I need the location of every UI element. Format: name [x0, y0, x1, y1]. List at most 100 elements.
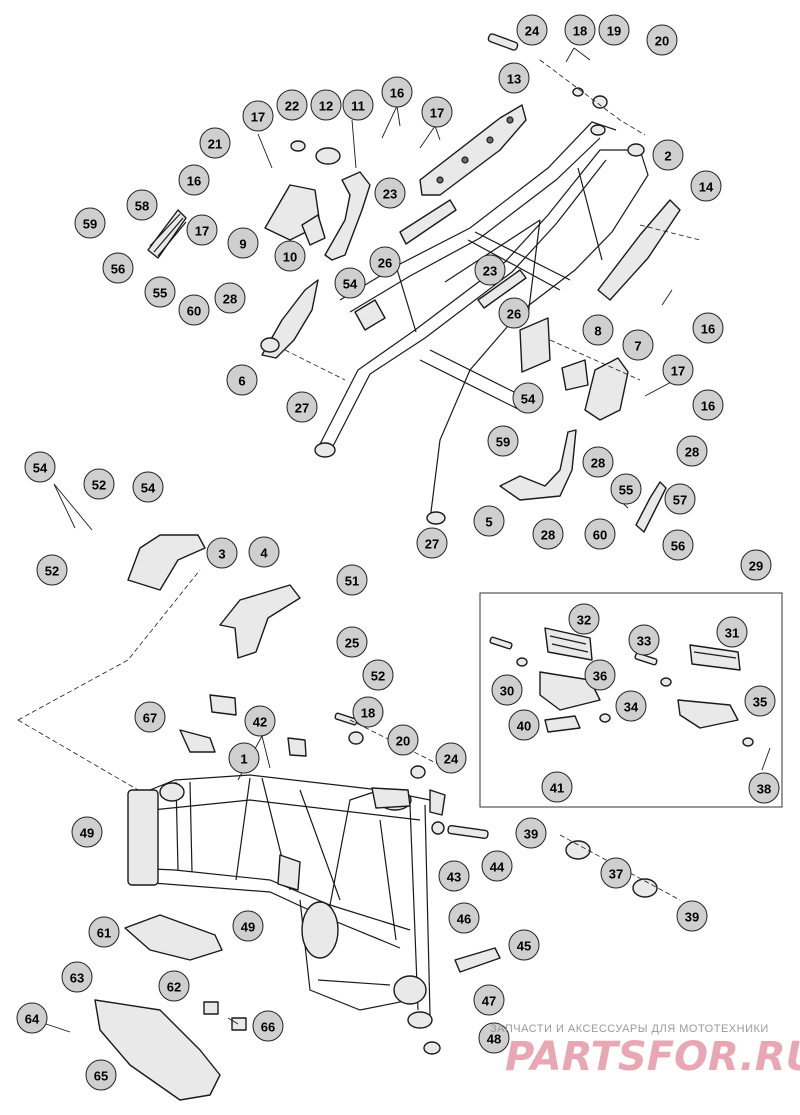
callout-number: 28	[223, 292, 237, 307]
callout-bubble	[564, 14, 596, 46]
callout-number: 9	[239, 237, 246, 252]
callout-bubble	[71, 816, 103, 848]
callout-bubble	[508, 709, 540, 741]
callout-bubble	[74, 207, 106, 239]
callout-bubble	[692, 312, 724, 344]
callout-bubble	[369, 246, 401, 278]
callout-54: 54	[334, 267, 366, 299]
callout-number: 17	[430, 106, 444, 121]
callout-20: 20	[387, 724, 419, 756]
callout-bubble	[628, 624, 660, 656]
callout-12: 12	[310, 89, 342, 121]
callout-number: 60	[593, 528, 607, 543]
callout-bubble	[286, 391, 318, 423]
callout-16: 16	[381, 76, 413, 108]
callout-number: 34	[624, 700, 639, 715]
callout-bubble	[158, 970, 190, 1002]
callout-56: 56	[662, 529, 694, 561]
callout-number: 39	[524, 827, 538, 842]
callout-bubble	[228, 742, 260, 774]
callout-bubble	[88, 916, 120, 948]
callout-43: 43	[438, 860, 470, 892]
callout-44: 44	[481, 850, 513, 882]
callout-number: 28	[685, 445, 699, 460]
callout-number: 58	[135, 199, 149, 214]
callout-14: 14	[690, 170, 722, 202]
callout-35: 35	[744, 685, 776, 717]
callout-67: 67	[134, 701, 166, 733]
callout-number: 18	[361, 706, 375, 721]
callout-bubble	[582, 314, 614, 346]
callout-bubble	[610, 473, 642, 505]
callout-bubble	[487, 425, 519, 457]
callout-bubble	[652, 139, 684, 171]
callout-number: 41	[550, 781, 564, 796]
callout-11: 11	[342, 89, 374, 121]
callout-bubble	[416, 527, 448, 559]
callout-13: 13	[498, 62, 530, 94]
callout-42: 42	[244, 705, 276, 737]
callout-38: 38	[748, 772, 780, 804]
callout-bubble	[252, 1010, 284, 1042]
callout-bubble	[473, 505, 505, 537]
callout-bubble	[362, 659, 394, 691]
callout-number: 24	[525, 24, 540, 39]
callout-16: 16	[178, 164, 210, 196]
callout-bubble	[132, 471, 164, 503]
callout-bubble	[664, 483, 696, 515]
callout-number: 18	[573, 24, 587, 39]
callout-number: 54	[343, 277, 358, 292]
callout-7: 7	[622, 329, 654, 361]
callout-40: 40	[508, 709, 540, 741]
callout-bubble	[508, 929, 540, 961]
callout-number: 23	[383, 187, 397, 202]
callout-59: 59	[487, 425, 519, 457]
callout-bubble	[744, 685, 776, 717]
callout-34: 34	[615, 690, 647, 722]
callout-9: 9	[227, 227, 259, 259]
callout-number: 31	[725, 626, 739, 641]
callout-3: 3	[206, 537, 238, 569]
callout-number: 40	[517, 719, 531, 734]
callout-number: 17	[251, 110, 265, 125]
callout-bubble	[582, 446, 614, 478]
callout-6: 6	[226, 364, 258, 396]
callout-bubble	[199, 127, 231, 159]
callout-bubble	[214, 282, 246, 314]
footpeg-inset	[479, 592, 783, 808]
callout-32: 32	[568, 603, 600, 635]
callout-26: 26	[498, 297, 530, 329]
callout-number: 16	[701, 322, 715, 337]
callout-number: 51	[345, 574, 359, 589]
callout-4: 4	[248, 536, 280, 568]
callout-bubble	[336, 626, 368, 658]
callout-number: 17	[671, 364, 685, 379]
callout-number: 29	[749, 559, 763, 574]
callout-51: 51	[336, 564, 368, 596]
callout-number: 22	[285, 99, 299, 114]
callout-bubble	[102, 252, 134, 284]
callout-54: 54	[132, 471, 164, 503]
callout-number: 32	[577, 613, 591, 628]
callout-bubble	[473, 984, 505, 1016]
callout-59: 59	[74, 207, 106, 239]
callout-number: 12	[319, 99, 333, 114]
callout-bubble	[342, 89, 374, 121]
callout-bubble	[144, 276, 176, 308]
callout-number: 46	[457, 912, 471, 927]
callout-number: 8	[594, 324, 601, 339]
callout-52: 52	[36, 554, 68, 586]
callout-bubble	[598, 14, 630, 46]
callout-31: 31	[716, 616, 748, 648]
callout-number: 59	[496, 435, 510, 450]
callout-17: 17	[421, 96, 453, 128]
callout-28: 28	[676, 435, 708, 467]
callout-56: 56	[102, 252, 134, 284]
callout-28: 28	[214, 282, 246, 314]
callout-number: 56	[671, 539, 685, 554]
callout-bubble	[227, 227, 259, 259]
callout-bubble	[226, 364, 258, 396]
callout-bubble	[478, 1022, 510, 1054]
callout-33: 33	[628, 624, 660, 656]
callout-number: 2	[664, 149, 671, 164]
